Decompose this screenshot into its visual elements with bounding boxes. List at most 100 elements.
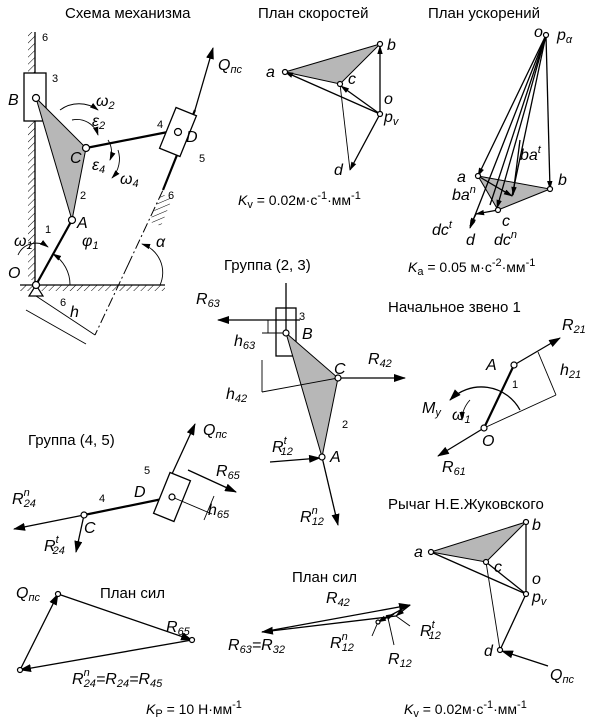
num-4: 4 [157,119,163,131]
label-h: h [70,304,79,321]
acc-label-o: o [534,24,543,41]
velocity-point-c [336,80,344,88]
link-4 [85,128,179,150]
omega2-arc [59,103,99,111]
force-plan2-equation: R63=R32 [228,637,285,656]
initial-link-1: R21 A h21 1 Mу ω1 O R61 [422,317,586,478]
label-C: C [70,150,82,167]
group23-joint-C [334,374,342,382]
num-6-bottom: 6 [60,297,66,309]
label-R42: R42 [368,351,392,370]
crank-1 [35,219,73,286]
heading-velocity-plan: План скоростей [258,5,369,22]
label-omega2: ω2 [96,93,115,112]
force-R61 [437,427,485,457]
initial-label-O: O [482,433,494,450]
lever-scale: Kv = 0.02м·c-1·мм-1 [404,699,527,720]
lever-point-c [482,558,490,566]
group45-joint-D [168,493,176,501]
velocity-cd [339,83,351,171]
label-h42: h42 [226,386,247,405]
mechanism-scheme: 6 3 B C 2 A 1 O D 4 5 6 6 Qпс ω2 ε2 ε4 ω… [8,32,243,345]
acc-point-b [546,185,554,193]
joint-D [173,127,183,137]
h-extension [94,264,129,336]
group45-label-C: C [84,520,96,537]
heading-initial-link: Начальное звено 1 [388,299,521,316]
initial-joint-O [480,424,488,432]
group23-num-3: 3 [299,311,305,323]
num-1: 1 [45,224,51,236]
velocity-point-b [376,40,384,48]
initial-omega-arc [459,399,471,421]
omega4-arc [111,149,120,179]
acc-pd [469,34,547,229]
lever-label-c: c [494,559,502,576]
acc-label-d: d [466,232,476,249]
label-R65: R65 [216,463,241,482]
label-omega4: ω4 [120,171,139,190]
group45-num-5: 5 [144,465,150,477]
ground-hatch [20,285,165,291]
initial-link-bar [483,364,515,429]
initial-num-1: 1 [512,379,518,391]
joint-C [81,143,91,153]
h-dim-line [25,309,87,345]
force-plan2-R42 [261,603,411,633]
label-phi1: φ1 [82,233,99,252]
acc-label-ban: ban [452,184,476,204]
initial-joint-A [510,361,518,369]
lever-label-p: pv [531,589,548,608]
acc-pa [477,34,547,177]
acc-label-dct: dct [432,219,453,239]
lever-label-b: b [532,517,541,534]
velocity-pc [340,85,381,115]
acc-label-p: pα [556,27,573,46]
force-plan2-R12t-leader [395,615,411,627]
lever-label-o: o [532,571,541,588]
acc-point-c [494,206,502,214]
velocity-label-o: o [384,91,393,108]
heading-acceleration-plan: План ускорений [428,5,540,22]
force-plan-R65 [57,593,193,641]
lever-point-a [427,548,435,556]
velocity-point-a [281,68,289,76]
eps4-arc [107,139,116,161]
acc-pb [545,34,553,190]
acc-ban [477,175,513,197]
lever-pc [485,561,527,595]
acc-point-a [474,172,482,180]
lever-cd [485,561,501,651]
label-alpha: α [156,234,166,251]
force-plan-point-3 [188,636,196,644]
force-plan-label-Q: Qпс [16,585,41,604]
rocker-dashed [127,189,164,266]
acc-label-c: c [502,213,510,230]
label-R63: R63 [196,291,221,310]
acc-pc [496,34,547,209]
velocity-scale: Kv = 0.02м·c-1·мм-1 [238,190,361,211]
link-2-triangle [35,97,87,221]
label-Q: Qпс [218,57,243,76]
lever-label-Q: Qпс [550,667,575,686]
alpha-arc [141,243,164,286]
lever-force-Q [501,650,549,667]
acc-label-bat: bat [520,144,542,164]
label-D: D [186,129,198,146]
label-My: Mу [422,400,442,419]
label-eps4: ε4 [92,157,105,176]
group23-label-B: B [302,326,313,343]
force-R21 [513,337,561,366]
acc-dct [469,213,477,227]
lever-pa [430,551,527,595]
h65-dim [203,495,215,521]
acc-bat [511,139,521,196]
num-5: 5 [199,153,205,165]
